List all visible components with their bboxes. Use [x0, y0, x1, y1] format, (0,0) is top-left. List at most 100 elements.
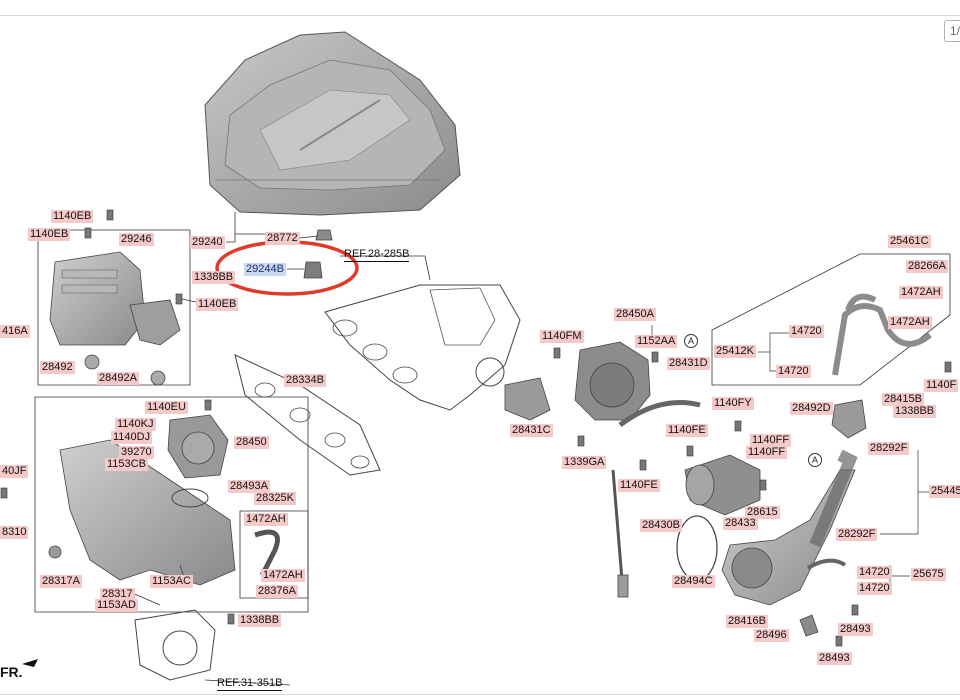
- front-marker: FR.: [0, 664, 23, 680]
- part-label-1472ah[interactable]: 1472AH: [899, 286, 943, 299]
- part-label-25412k[interactable]: 25412K: [714, 345, 756, 358]
- ref-31-351b[interactable]: REF.31-351B: [217, 677, 283, 691]
- part-label-28317a[interactable]: 28317A: [40, 575, 82, 588]
- part-label-1140eb[interactable]: 1140EB: [51, 210, 94, 223]
- part-label-28430b[interactable]: 28430B: [640, 519, 682, 532]
- part-label-14720[interactable]: 14720: [776, 365, 811, 378]
- intake-manifold[interactable]: [48, 414, 280, 586]
- viewer-top-border: [0, 15, 960, 16]
- coolant-hoses[interactable]: [832, 293, 932, 376]
- cover-leader-lines: [226, 212, 431, 281]
- bracket-28496[interactable]: [799, 614, 819, 637]
- part-label-28431c[interactable]: 28431C: [510, 424, 553, 437]
- part-label-29246[interactable]: 29246: [119, 233, 154, 246]
- part-label-28493[interactable]: 28493: [817, 652, 852, 665]
- highlight-ellipse: [215, 240, 359, 296]
- throttle-body[interactable]: [134, 609, 291, 686]
- part-label-1140ff[interactable]: 1140FF: [746, 446, 788, 459]
- part-label-28492[interactable]: 28492: [40, 361, 75, 374]
- part-label-28772[interactable]: 28772: [265, 232, 300, 245]
- ref-28-285b[interactable]: REF.28-285B: [344, 248, 410, 262]
- part-label-1472ah[interactable]: 1472AH: [244, 513, 288, 526]
- part-label-1153cb[interactable]: 1153CB: [105, 458, 148, 471]
- page-counter[interactable]: 1/: [944, 20, 960, 42]
- part-label-29240[interactable]: 29240: [190, 236, 225, 249]
- part-label-1140dj[interactable]: 1140DJ: [111, 431, 153, 444]
- catalytic-converter[interactable]: [721, 449, 858, 606]
- gasket-ring-28494c[interactable]: [676, 515, 718, 581]
- part-label-28376a[interactable]: 28376A: [256, 585, 298, 598]
- part-label-25461c[interactable]: 25461C: [888, 235, 931, 248]
- intake-manifold-group-box: [34, 396, 309, 613]
- part-label-28431d[interactable]: 28431D: [667, 357, 710, 370]
- part-label-28317[interactable]: 28317: [100, 588, 135, 601]
- water-pipe[interactable]: [831, 399, 867, 439]
- viewer-bottom-border: [0, 694, 960, 695]
- part-label-1140fm[interactable]: 1140FM: [540, 330, 584, 343]
- circle-marker-a-mid[interactable]: A: [808, 453, 822, 467]
- part-label-14720[interactable]: 14720: [789, 325, 824, 338]
- part-label-1140fy[interactable]: 1140FY: [712, 397, 754, 410]
- part-label-1339ga[interactable]: 1339GA: [562, 456, 607, 469]
- egr-cooler[interactable]: [49, 251, 181, 386]
- front-arrow-icon: [22, 659, 38, 667]
- part-label-1338bb[interactable]: 1338BB: [238, 614, 282, 627]
- part-label-1140eu[interactable]: 1140EU: [145, 401, 188, 414]
- coolant-hose-group-box: [711, 253, 951, 386]
- part-label-8310[interactable]: 8310: [0, 526, 29, 539]
- part-label-1338bb[interactable]: 1338BB: [192, 271, 236, 284]
- part-label-28450a[interactable]: 28450A: [614, 308, 656, 321]
- part-label-25445[interactable]: 25445: [929, 485, 960, 498]
- part-label-28615[interactable]: 28615: [745, 506, 780, 519]
- part-label-1140ff[interactable]: 1140FF: [750, 434, 792, 447]
- part-label-1140f[interactable]: 1140F: [924, 379, 959, 392]
- bolts: [0, 209, 952, 647]
- part-label-1140eb[interactable]: 1140EB: [28, 228, 71, 241]
- part-label-28492a[interactable]: 28492A: [97, 372, 139, 385]
- part-label-28325k[interactable]: 28325K: [254, 492, 296, 505]
- part-label-28493[interactable]: 28493: [838, 623, 873, 636]
- part-label-28416b[interactable]: 28416B: [726, 615, 768, 628]
- part-label-1472ah[interactable]: 1472AH: [888, 316, 932, 329]
- egr-cooler-group-box: [37, 229, 191, 386]
- part-label-1153ac[interactable]: 1153AC: [150, 575, 193, 588]
- part-label-29244b-selected[interactable]: 29244B: [244, 263, 286, 276]
- part-label-25675[interactable]: 25675: [911, 568, 946, 581]
- part-label-28492d[interactable]: 28492D: [790, 402, 833, 415]
- grommet-29244b[interactable]: [303, 261, 323, 279]
- part-label-1140kj[interactable]: 1140KJ: [115, 418, 156, 431]
- part-label-28415b[interactable]: 28415B: [882, 393, 924, 406]
- part-label-1140fe[interactable]: 1140FE: [666, 424, 708, 437]
- part-label-1152aa[interactable]: 1152AA: [635, 335, 678, 348]
- exhaust-gasket[interactable]: [234, 354, 381, 476]
- part-label-28266a[interactable]: 28266A: [906, 260, 948, 273]
- part-label-14720[interactable]: 14720: [857, 566, 892, 579]
- oxygen-sensor[interactable]: [611, 469, 629, 598]
- engine-cover[interactable]: [204, 31, 461, 216]
- part-label-40jf[interactable]: 40JF: [0, 465, 29, 478]
- circle-marker-a-top[interactable]: A: [684, 334, 698, 348]
- part-label-28292f[interactable]: 28292F: [836, 528, 878, 541]
- part-label-1153ad[interactable]: 1153AD: [95, 599, 138, 612]
- part-label-1140eb[interactable]: 1140EB: [196, 298, 239, 311]
- part-label-14720[interactable]: 14720: [857, 582, 892, 595]
- part-label-1338bb[interactable]: 1338BB: [893, 405, 937, 418]
- part-label-28433[interactable]: 28433: [723, 517, 758, 530]
- part-label-39270[interactable]: 39270: [119, 446, 154, 459]
- part-label-1140fe[interactable]: 1140FE: [618, 479, 660, 492]
- part-label-1472ah[interactable]: 1472AH: [261, 569, 305, 582]
- grommet-28772[interactable]: [315, 229, 333, 241]
- part-label-28450[interactable]: 28450: [234, 436, 269, 449]
- part-label-28493a[interactable]: 28493A: [228, 480, 270, 493]
- part-label-28494c[interactable]: 28494C: [672, 575, 715, 588]
- intercooler-pipe[interactable]: [618, 400, 761, 516]
- part-label-416a[interactable]: 416A: [0, 325, 30, 338]
- part-label-28292f[interactable]: 28292F: [868, 442, 910, 455]
- part-label-28334b[interactable]: 28334B: [284, 374, 326, 387]
- hose-25675[interactable]: [806, 558, 847, 570]
- turbocharger[interactable]: [504, 341, 651, 421]
- part-label-28496[interactable]: 28496: [754, 629, 789, 642]
- exhaust-manifold-turbo[interactable]: [324, 284, 521, 411]
